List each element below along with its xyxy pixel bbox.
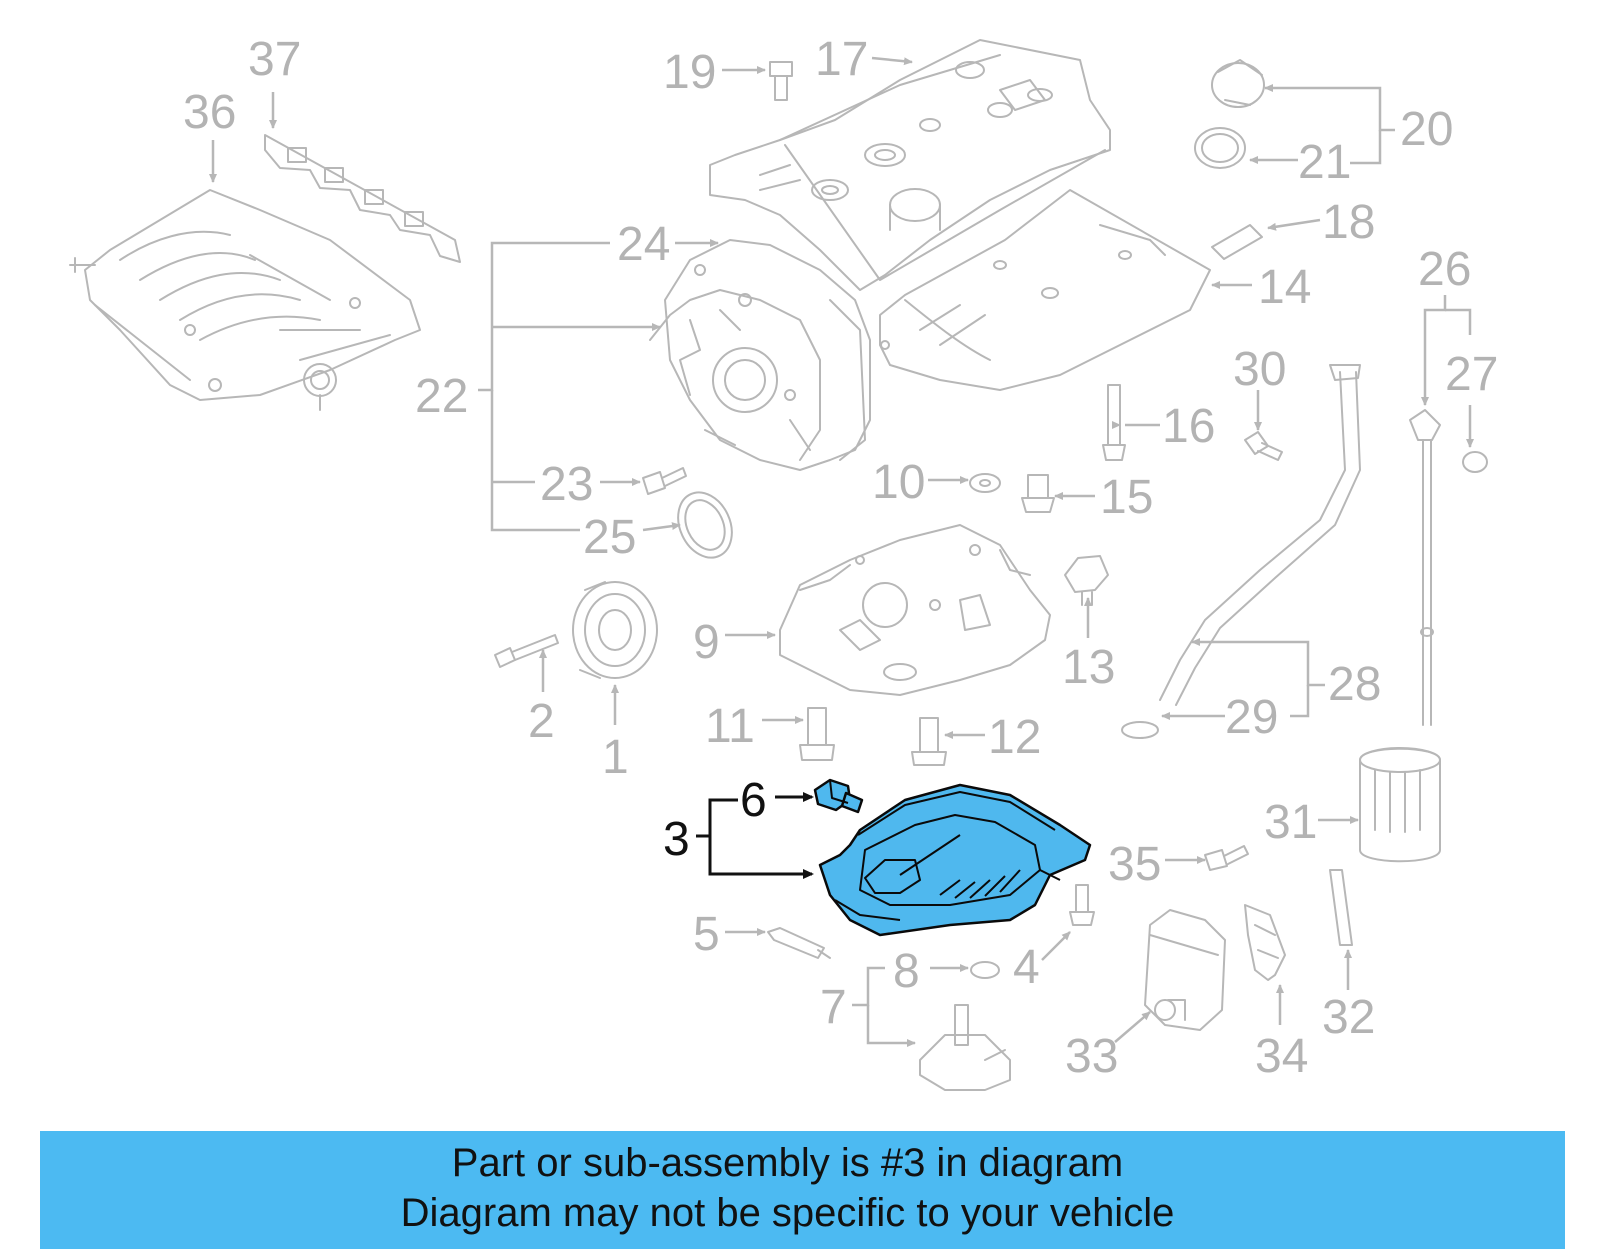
callout-23: 23 — [540, 458, 593, 511]
callout-21: 21 — [1298, 136, 1351, 189]
baffle-plate-part — [879, 189, 1211, 391]
callout-10: 10 — [872, 456, 925, 509]
oil-filler-cap-part — [1211, 59, 1265, 108]
callout-28: 28 — [1328, 658, 1381, 711]
bracket-34-part — [1244, 904, 1286, 981]
oil-cooler-part — [1144, 909, 1226, 1031]
banner-line-part-number: Part or sub-assembly is #3 in diagram — [451, 1141, 1124, 1185]
oring-27-part — [1462, 451, 1488, 473]
callout-3: 3 — [663, 813, 690, 866]
timing-cover-bolt-part — [642, 467, 687, 495]
callout-30: 30 — [1233, 343, 1286, 396]
callout-5: 5 — [693, 908, 720, 961]
stud-32-part — [1329, 869, 1353, 946]
oil-pan-highlighted-part — [818, 783, 1092, 937]
timing-cover-part — [649, 239, 871, 471]
bolt-35-part — [1204, 845, 1249, 871]
oil-filter-part — [1359, 747, 1441, 863]
callout-29: 29 — [1225, 691, 1278, 744]
callout-36: 36 — [183, 86, 236, 139]
bolt-19-part — [769, 61, 793, 101]
washer-part — [969, 473, 1001, 493]
callout-35: 35 — [1108, 838, 1161, 891]
callout-20: 20 — [1400, 103, 1453, 156]
callout-22: 22 — [415, 370, 468, 423]
stud-16-part — [1102, 384, 1126, 461]
oring-8-part — [970, 961, 1000, 979]
pulley-bolt-part — [494, 634, 559, 668]
front-seal-part — [677, 491, 733, 559]
callout-1: 1 — [602, 731, 629, 784]
intake-gasket-part — [264, 134, 461, 263]
banner-line-disclaimer: Diagram may not be specific to your vehi… — [400, 1191, 1175, 1235]
callout-37: 37 — [248, 33, 301, 86]
callout-33: 33 — [1065, 1030, 1118, 1083]
callout-24: 24 — [617, 218, 670, 271]
callout-17: 17 — [815, 33, 868, 86]
callout-numbers: 37 36 19 17 20 21 18 24 14 26 30 27 22 1… — [183, 33, 1498, 1083]
sensor-13-part — [1064, 555, 1109, 606]
callout-34: 34 — [1255, 1030, 1308, 1083]
callout-4: 4 — [1013, 941, 1040, 994]
callout-11: 11 — [705, 700, 755, 753]
crankshaft-pulley-part — [572, 581, 658, 679]
callout-19: 19 — [663, 46, 716, 99]
lower-block-plate-part — [779, 524, 1051, 696]
callout-26: 26 — [1418, 243, 1471, 296]
bolt-15-part — [1021, 474, 1055, 513]
callout-31: 31 — [1264, 796, 1317, 849]
callout-8: 8 — [893, 945, 920, 998]
highlight-leader-lines — [696, 792, 814, 879]
callout-14: 14 — [1258, 261, 1311, 314]
leader-lines — [209, 56, 1474, 1047]
bolt-30-part — [1244, 431, 1283, 461]
callout-2: 2 — [528, 695, 555, 748]
callout-32: 32 — [1322, 991, 1375, 1044]
stud-12-part — [911, 717, 947, 766]
callout-16: 16 — [1162, 400, 1215, 453]
callout-9: 9 — [693, 616, 720, 669]
callout-18: 18 — [1322, 196, 1375, 249]
callout-15: 15 — [1100, 471, 1153, 524]
callout-27: 27 — [1445, 348, 1498, 401]
callout-25: 25 — [583, 511, 636, 564]
callout-7: 7 — [820, 981, 847, 1034]
dipstick-part — [1409, 409, 1441, 726]
intake-manifold-part — [69, 189, 421, 411]
callout-12: 12 — [988, 711, 1041, 764]
oring-29-part — [1121, 721, 1159, 739]
valve-cover-part — [709, 39, 1111, 291]
oil-level-sensor-part — [919, 1004, 1011, 1091]
sensor-5-part — [767, 927, 831, 959]
cap-seal-part — [1194, 127, 1246, 169]
dipstick-tube-part — [1159, 364, 1361, 706]
callout-13: 13 — [1062, 641, 1115, 694]
callout-6: 6 — [740, 774, 767, 827]
sensor-18-part — [1211, 224, 1263, 260]
info-banner: Part or sub-assembly is #3 in diagram Di… — [40, 1131, 1565, 1249]
drain-plug-highlighted-part — [813, 778, 864, 814]
bolt-4-part — [1069, 884, 1095, 926]
stud-11-part — [799, 707, 835, 761]
